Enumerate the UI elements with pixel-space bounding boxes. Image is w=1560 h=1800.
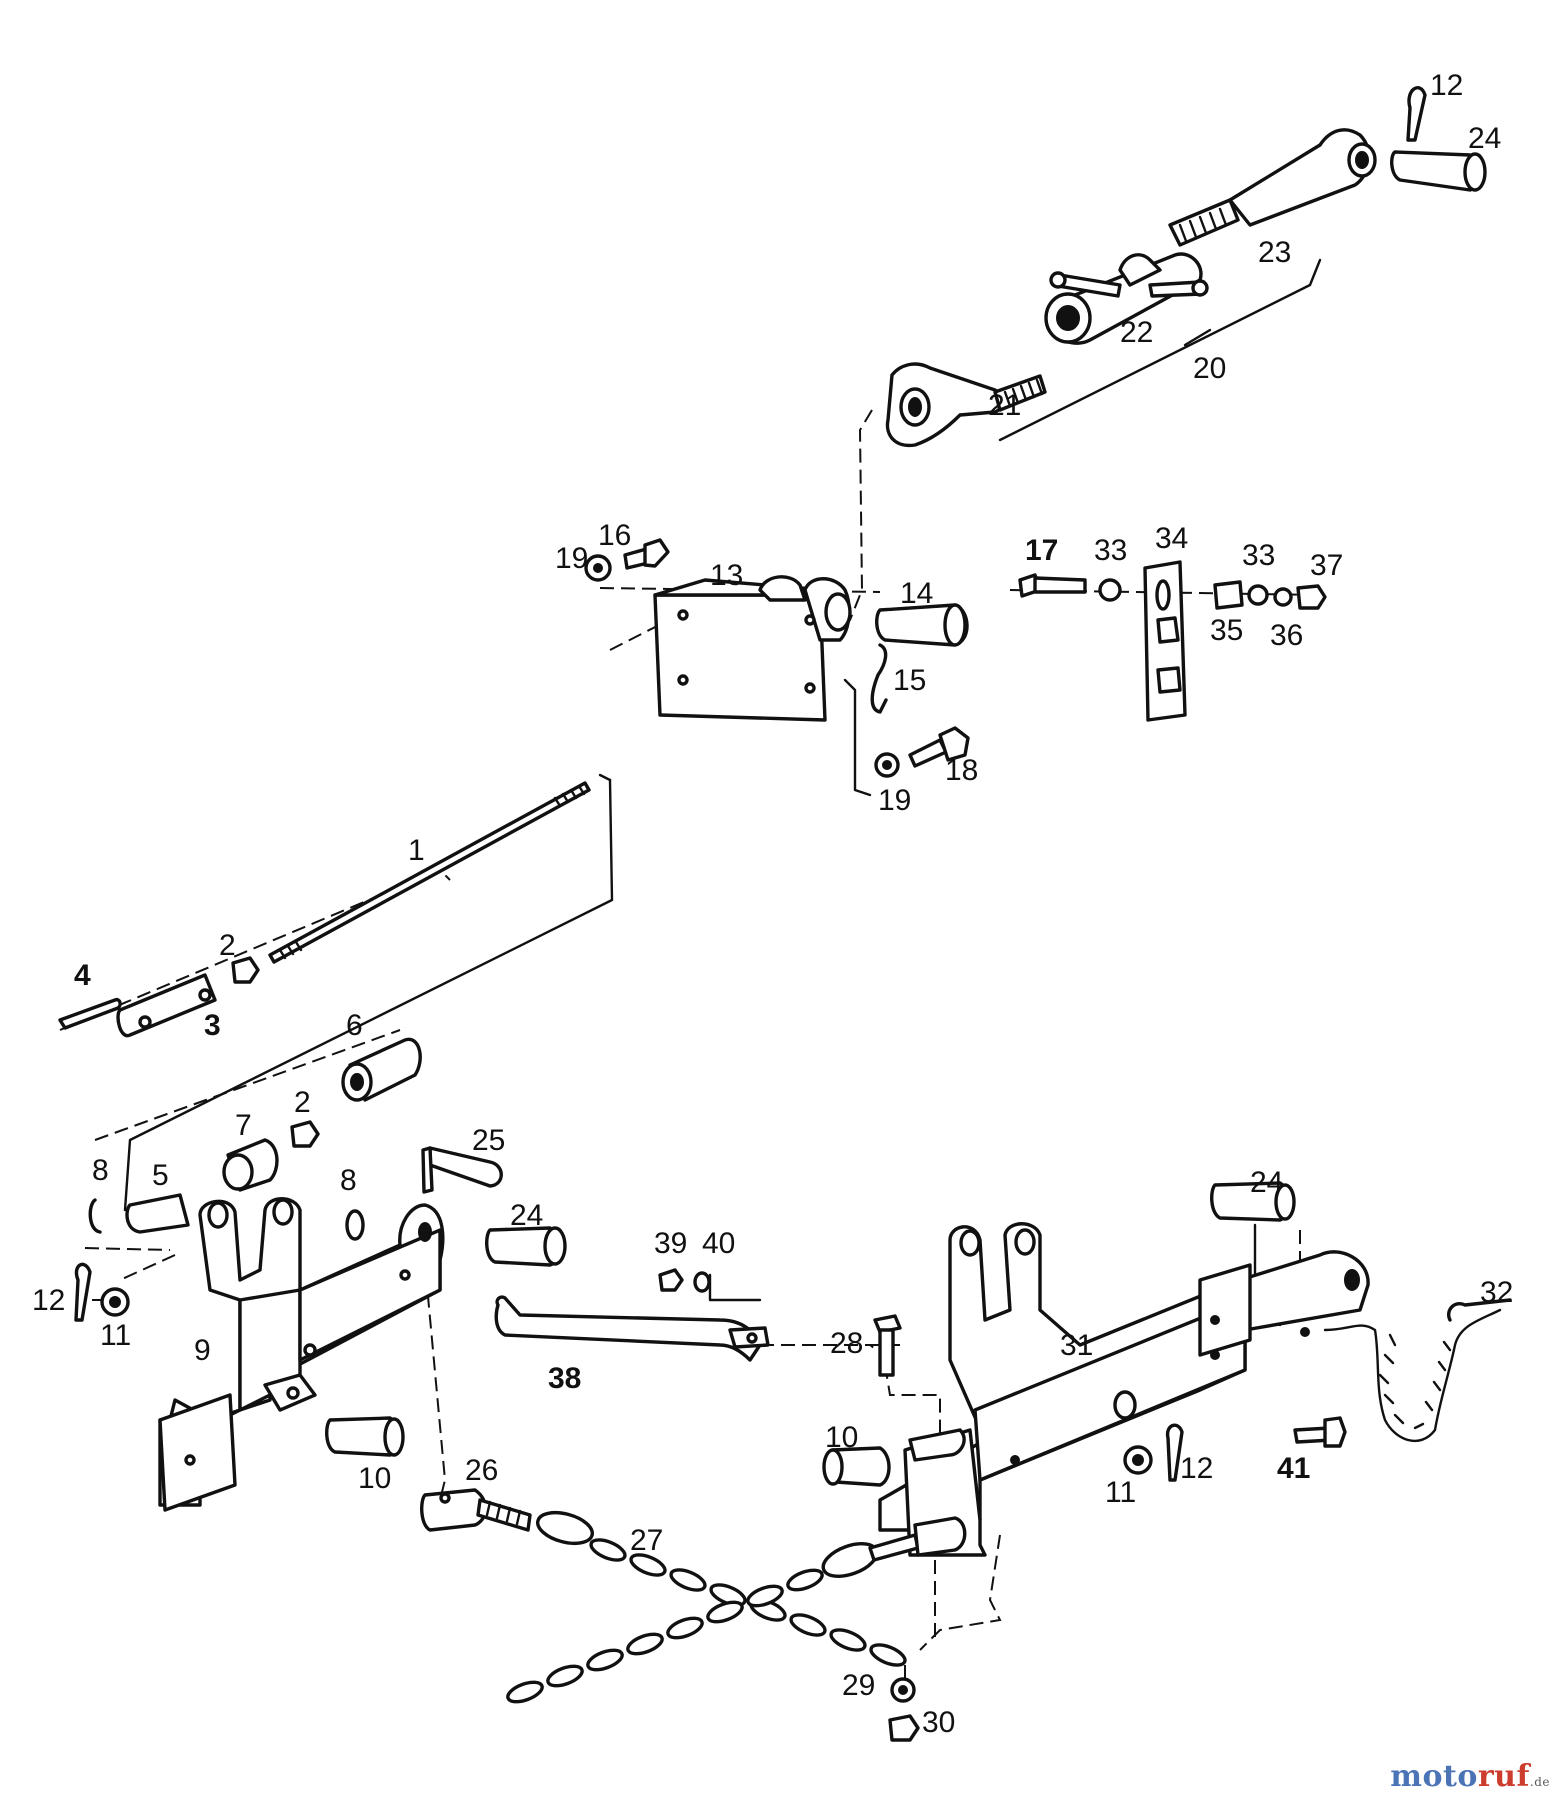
strap-assembly-34 xyxy=(1018,560,1327,722)
label-14: 14 xyxy=(900,577,933,610)
label-35: 35 xyxy=(1210,614,1243,647)
label-7: 7 xyxy=(235,1109,252,1142)
stabilizer-chains-27 xyxy=(420,1488,967,1742)
part-labels: 1 2 2 3 4 5 6 7 8 8 9 10 10 11 11 12 12 … xyxy=(32,69,1513,1739)
label-6: 6 xyxy=(346,1009,363,1042)
label-26: 26 xyxy=(465,1454,498,1487)
label-39: 39 xyxy=(654,1227,687,1260)
label-31: 31 xyxy=(1060,1329,1093,1362)
clevis-26 xyxy=(420,1488,488,1532)
washer-33-left xyxy=(1098,578,1122,602)
watermark-domain: .de xyxy=(1529,1775,1550,1789)
pin-5 xyxy=(125,1193,190,1234)
label-2: 2 xyxy=(219,929,236,962)
label-9: 9 xyxy=(194,1334,211,1367)
nut-37 xyxy=(1296,584,1327,610)
label-19b: 19 xyxy=(878,784,911,817)
clip-4 xyxy=(58,997,122,1030)
label-2b: 2 xyxy=(294,1086,311,1119)
label-5: 5 xyxy=(152,1159,169,1192)
bolt-18 xyxy=(908,738,948,768)
washer-40 xyxy=(693,1271,711,1293)
label-8: 8 xyxy=(92,1154,109,1187)
label-12b: 12 xyxy=(32,1284,65,1317)
top-link-assembly xyxy=(885,86,1487,448)
spacer-bar-38 xyxy=(494,1268,902,1377)
label-25: 25 xyxy=(472,1124,505,1157)
label-18: 18 xyxy=(945,754,978,787)
label-22: 22 xyxy=(1120,316,1153,349)
label-10: 10 xyxy=(358,1462,391,1495)
clip-12-right xyxy=(1165,1423,1184,1482)
label-20: 20 xyxy=(1193,352,1226,385)
chain-32 xyxy=(1323,1308,1502,1442)
label-23: 23 xyxy=(1258,236,1291,269)
thread-23 xyxy=(1168,198,1240,247)
ring-8-left xyxy=(88,1198,102,1234)
top-link-eye-23 xyxy=(1228,128,1371,227)
label-11b: 11 xyxy=(1105,1476,1136,1509)
watermark-brand-blue: moto xyxy=(1390,1759,1478,1794)
label-3: 3 xyxy=(204,1009,221,1042)
ring-8-right xyxy=(345,1209,365,1241)
watermark-brand-red: ruf xyxy=(1477,1759,1530,1794)
label-40: 40 xyxy=(702,1227,735,1260)
label-17: 17 xyxy=(1025,534,1058,567)
bracket-assembly-13 xyxy=(584,538,970,778)
chain-27-b xyxy=(506,1542,879,1704)
lower-link-right-31 xyxy=(822,1181,1512,1557)
label-33: 33 xyxy=(1094,534,1127,567)
label-4: 4 xyxy=(74,959,91,992)
spacer-35 xyxy=(1213,580,1244,610)
bolt-28 xyxy=(873,1314,902,1334)
label-19: 19 xyxy=(555,542,588,575)
label-24: 24 xyxy=(1468,122,1501,155)
label-34: 34 xyxy=(1155,522,1188,555)
nut-30 xyxy=(888,1714,920,1742)
label-24c: 24 xyxy=(1250,1166,1283,1199)
label-1: 1 xyxy=(408,834,425,867)
watermark-logo: motoruf.de xyxy=(1390,1759,1550,1794)
label-16: 16 xyxy=(598,519,631,552)
clip-15 xyxy=(870,643,888,714)
clip-12-left xyxy=(74,1262,92,1322)
label-21: 21 xyxy=(988,389,1021,422)
nut-2-rod xyxy=(231,956,260,984)
chain-eye-left xyxy=(536,1510,594,1546)
label-27: 27 xyxy=(630,1524,663,1557)
label-12: 12 xyxy=(1430,69,1463,102)
clip-12-top xyxy=(1406,86,1427,142)
lower-link-left-9 xyxy=(74,1037,567,1512)
label-32: 32 xyxy=(1480,1276,1513,1309)
label-29: 29 xyxy=(842,1669,875,1702)
leader-lines xyxy=(59,258,1350,1700)
label-13: 13 xyxy=(710,559,743,592)
label-8b: 8 xyxy=(340,1164,357,1197)
label-24b: 24 xyxy=(510,1199,543,1232)
nut-39 xyxy=(658,1268,684,1292)
label-10b: 10 xyxy=(825,1421,858,1454)
washer-33-right xyxy=(1247,584,1269,606)
label-36: 36 xyxy=(1270,619,1303,652)
washer-36 xyxy=(1273,587,1293,607)
label-12c: 12 xyxy=(1180,1452,1213,1485)
label-15: 15 xyxy=(893,664,926,697)
label-11: 11 xyxy=(100,1319,131,1352)
rod-1 xyxy=(268,781,591,964)
label-38: 38 xyxy=(548,1362,581,1395)
rod-assembly-1 xyxy=(58,781,591,1038)
nut-2 xyxy=(290,1120,320,1148)
label-28: 28 xyxy=(830,1327,863,1360)
label-41: 41 xyxy=(1277,1452,1310,1485)
clevis-right xyxy=(913,1516,967,1557)
label-37: 37 xyxy=(1310,549,1343,582)
pin-25 xyxy=(428,1146,503,1188)
label-30: 30 xyxy=(922,1706,955,1739)
chain-27-a xyxy=(589,1538,907,1667)
label-33b: 33 xyxy=(1242,539,1275,572)
